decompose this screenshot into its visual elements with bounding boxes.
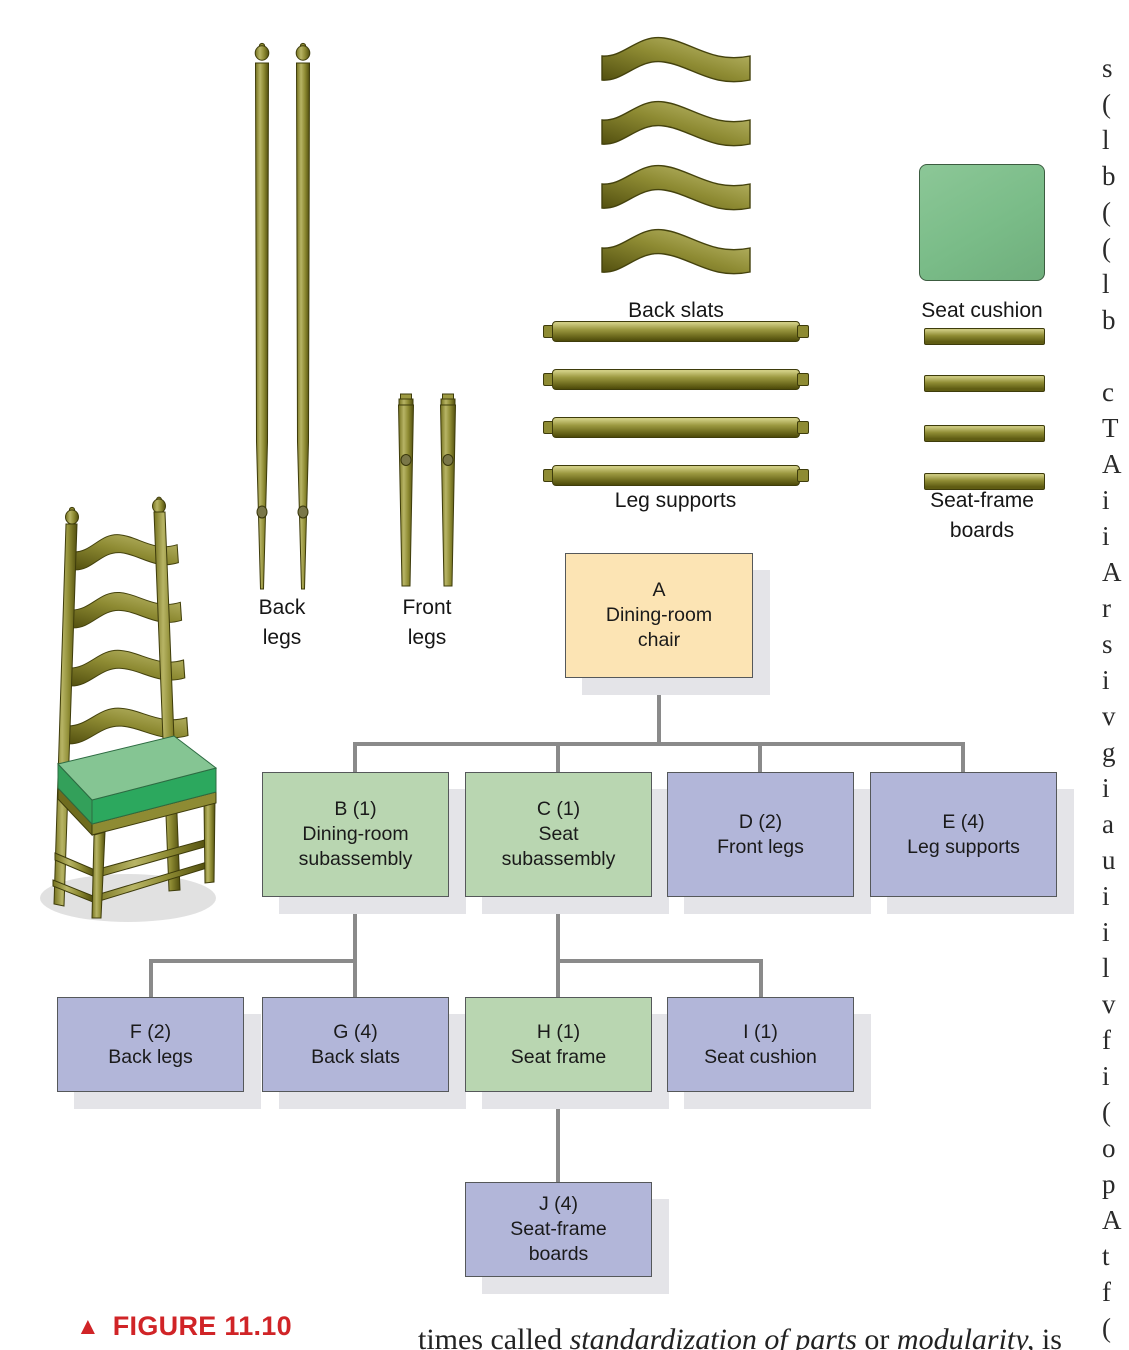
- dowel-body: [552, 465, 800, 486]
- node-label: Seat-frame: [510, 1218, 607, 1240]
- connector-a-stem: [657, 678, 661, 744]
- tree-node-C: C (1) Seat subassembly: [465, 772, 652, 897]
- leg-support-part: [543, 417, 809, 438]
- back-leg-part: [295, 42, 311, 590]
- seat-frame-board-part: [924, 328, 1045, 345]
- node-code: E (4): [942, 810, 985, 833]
- connector-c-stub: [556, 742, 560, 772]
- seat-frame-board-part: [924, 425, 1045, 442]
- body-text-roman: is: [1034, 1323, 1062, 1350]
- connector-b-stub: [353, 742, 357, 772]
- seat-frame-boards-label: Seat-frame boards: [907, 486, 1057, 546]
- body-text-italic: standardization of parts: [569, 1323, 857, 1350]
- label-line: legs: [262, 626, 302, 649]
- seat-frame-board-part: [924, 473, 1045, 490]
- figure-caption-label: FIGURE 11.10: [112, 1311, 292, 1341]
- node-label: Dining-room: [605, 604, 713, 626]
- front-leg-part: [439, 393, 457, 587]
- back-slat-part: [601, 100, 751, 147]
- node-label: Seat frame: [510, 1045, 607, 1068]
- tree-node-B: B (1) Dining-room subassembly: [262, 772, 449, 897]
- connector-row2-rail: [353, 742, 965, 746]
- back-slat-part: [601, 164, 751, 211]
- figure-caption: ▲ FIGURE 11.10: [76, 1311, 292, 1342]
- dining-chair-illustration: [40, 496, 218, 922]
- front-leg-part: [397, 393, 415, 587]
- node-code: C (1): [536, 798, 581, 820]
- connector-i-stub: [759, 959, 763, 997]
- back-leg-part: [254, 42, 270, 590]
- connector-hi-rail: [556, 959, 763, 963]
- dowel-end: [797, 469, 809, 482]
- node-code: H (1): [536, 1020, 581, 1043]
- node-label: Seat: [538, 823, 579, 845]
- body-text-cutoff: times called standardization of parts or…: [418, 1323, 1062, 1350]
- back-legs-illustration: [254, 42, 311, 590]
- tree-node-J: J (4) Seat-frame boards: [465, 1182, 652, 1277]
- dowel-end: [797, 325, 809, 338]
- seat-cushion-label: Seat cushion: [921, 299, 1043, 322]
- node-code: A: [652, 579, 666, 601]
- node-label: Leg supports: [907, 835, 1020, 858]
- back-slat-part: [601, 228, 751, 275]
- dowel-end: [797, 421, 809, 434]
- leg-support-part: [543, 369, 809, 390]
- label-line: Back: [258, 596, 306, 619]
- node-label: boards: [528, 1243, 589, 1265]
- node-label: Seat cushion: [704, 1045, 817, 1068]
- node-label: Dining-room: [302, 823, 409, 845]
- node-label: Front legs: [717, 835, 804, 858]
- node-code: F (2): [129, 1020, 172, 1043]
- connector-fg-rail: [149, 959, 357, 963]
- seat-cushion-illustration: [919, 164, 1045, 281]
- back-legs-label: Back legs: [232, 593, 332, 653]
- leg-supports-label: Leg supports: [614, 489, 737, 512]
- tree-node-D: D (2) Front legs: [667, 772, 854, 897]
- triangle-marker-icon: ▲: [76, 1312, 100, 1340]
- connector-h-stem: [556, 1092, 560, 1182]
- node-label: subassembly: [298, 848, 413, 870]
- node-code: B (1): [334, 798, 377, 820]
- body-text-roman: or: [856, 1323, 897, 1350]
- tree-node-I: I (1) Seat cushion: [667, 997, 854, 1092]
- dowel-body: [552, 369, 800, 390]
- tree-node-E: E (4) Leg supports: [870, 772, 1057, 897]
- dowel-body: [552, 417, 800, 438]
- connector-c-stem: [556, 897, 560, 997]
- seat-frame-board-part: [924, 375, 1045, 392]
- label-line: boards: [949, 519, 1015, 542]
- connector-b-stem: [353, 897, 357, 997]
- front-legs-label: Front legs: [377, 593, 477, 653]
- node-code: D (2): [738, 810, 783, 833]
- node-label: Back slats: [311, 1045, 400, 1068]
- connector-e-stub: [961, 742, 965, 772]
- tree-node-F: F (2) Back legs: [57, 997, 244, 1092]
- body-text-italic: modularity,: [896, 1323, 1035, 1350]
- node-label: Back legs: [108, 1045, 193, 1068]
- body-text-roman: times called: [418, 1323, 570, 1350]
- node-code: G (4): [333, 1020, 378, 1043]
- connector-d-stub: [758, 742, 762, 772]
- node-label: chair: [637, 629, 681, 651]
- back-slats-illustration: [601, 36, 751, 275]
- leg-support-part: [543, 465, 809, 486]
- label-line: legs: [407, 626, 447, 649]
- leg-support-part: [543, 321, 809, 342]
- tree-node-A: A Dining-room chair: [565, 553, 753, 678]
- label-line: Front: [402, 596, 452, 619]
- tree-node-H: H (1) Seat frame: [465, 997, 652, 1092]
- label-line: Seat-frame: [930, 489, 1034, 512]
- connector-f-stub: [149, 959, 153, 997]
- node-code: J (4): [539, 1193, 578, 1215]
- node-code: I (1): [743, 1020, 778, 1043]
- dowel-end: [797, 373, 809, 386]
- tree-node-G: G (4) Back slats: [262, 997, 449, 1092]
- node-label: subassembly: [501, 848, 616, 870]
- front-legs-illustration: [397, 393, 457, 587]
- back-slats-label: Back slats: [628, 299, 724, 322]
- back-slat-part: [601, 36, 751, 83]
